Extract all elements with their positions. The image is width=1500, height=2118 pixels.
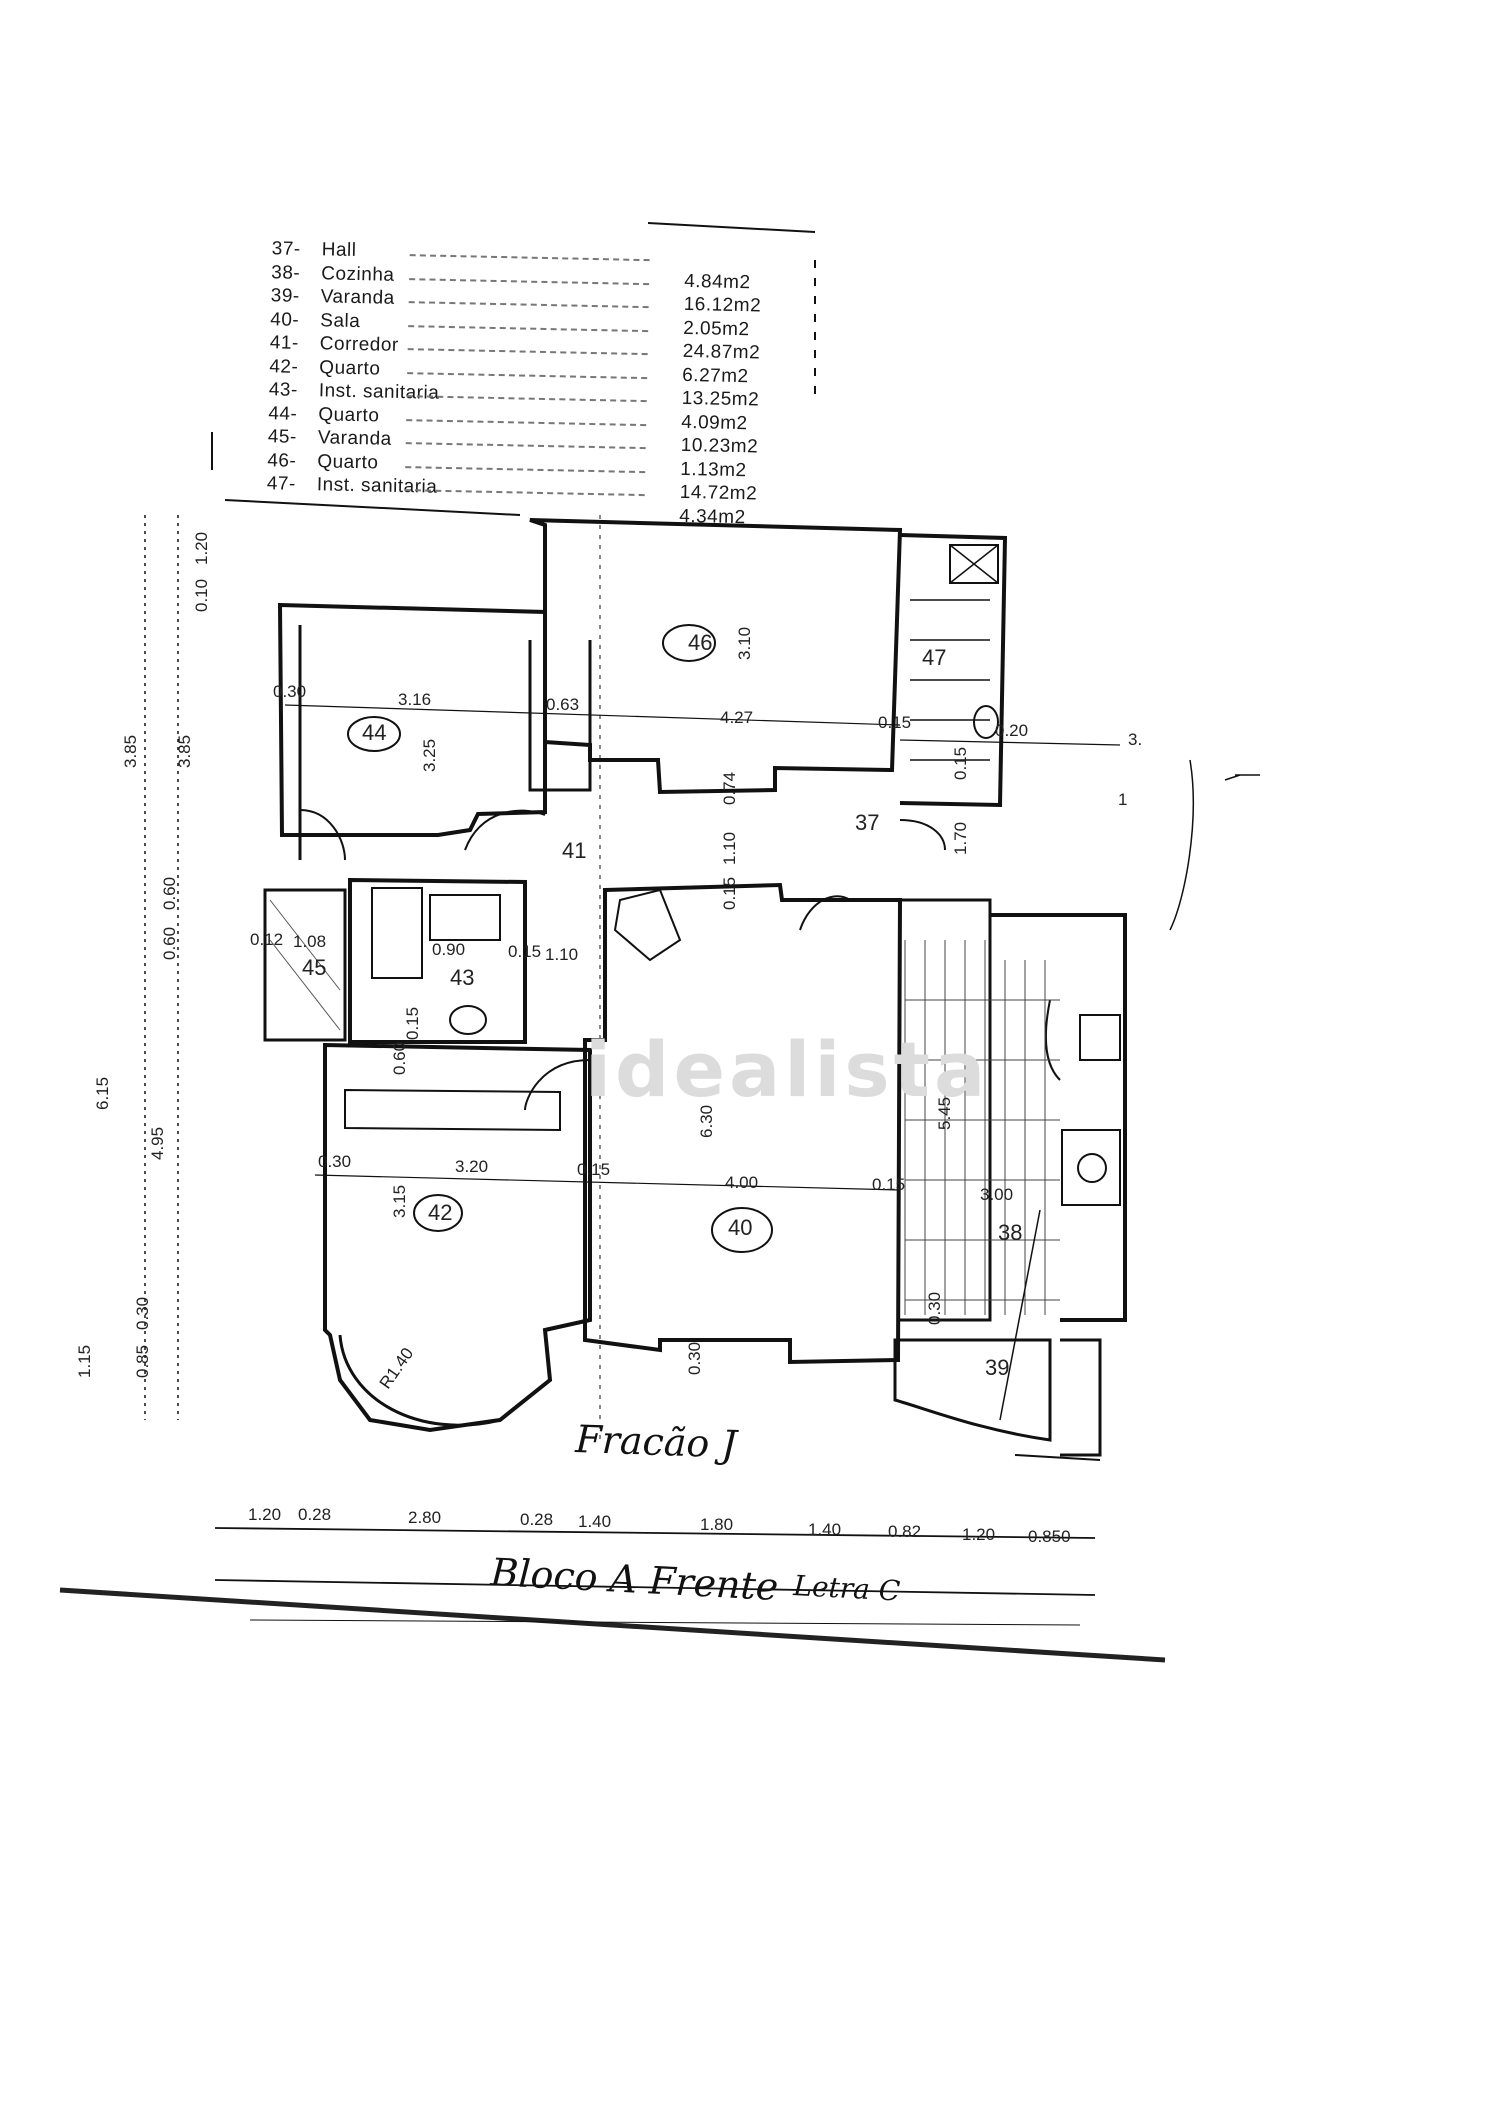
dim-label: 0.15 [872, 1175, 905, 1194]
dim-label: 0.15 [878, 713, 911, 732]
dim-label: 0.10 [192, 579, 211, 612]
dim-label: 1.70 [951, 822, 970, 855]
dim-label: 1.80 [700, 1515, 733, 1534]
dim-label: 3.25 [420, 739, 439, 772]
dim-label: 0.90 [432, 940, 465, 959]
dim-label: 0.15 [951, 747, 970, 780]
dim-label: 3.85 [121, 735, 140, 768]
dim-label: 0.28 [520, 1510, 553, 1529]
dim-label: 3. [1128, 730, 1142, 749]
dim-label: 3.16 [398, 690, 431, 709]
dim-label: 1.40 [578, 1512, 611, 1531]
dim-label: 0.850 [1028, 1527, 1071, 1546]
handwritten-unit: Fracão J [574, 1417, 740, 1467]
dim-label: 1.10 [720, 832, 739, 865]
dim-label: 3.00 [980, 1185, 1013, 1204]
dim-label: 1 [1118, 790, 1127, 809]
dim-label: 0.74 [720, 772, 739, 805]
dim-label: 3.15 [390, 1185, 409, 1218]
dim-label: 0.30 [685, 1342, 704, 1375]
room-number: 38 [998, 1220, 1022, 1245]
dim-label: 1.10 [545, 945, 578, 964]
dim-label: 6.15 [93, 1077, 112, 1110]
dim-label: 0.30 [273, 682, 306, 701]
handwritten-letter: Letra C [792, 1569, 901, 1608]
dim-label: R1.40 [376, 1344, 418, 1392]
dim-label: 0.85 [133, 1345, 152, 1378]
dim-label: 0.20 [995, 721, 1028, 740]
dim-label: 2.80 [408, 1508, 441, 1527]
dim-label: 0.15 [577, 1160, 610, 1179]
dim-label: 4.00 [725, 1173, 758, 1192]
watermark-text: idealista [585, 1025, 990, 1114]
dim-label: 3.10 [735, 627, 754, 660]
room-number: 47 [922, 645, 946, 670]
dim-label: 0.30 [133, 1297, 152, 1330]
room-number: 45 [302, 955, 326, 980]
dim-label: 0.15 [508, 942, 541, 961]
room-number: 43 [450, 965, 474, 990]
dim-label: 1.20 [248, 1505, 281, 1524]
room-number: 39 [985, 1355, 1009, 1380]
room-number: 44 [362, 720, 386, 745]
dim-label: 1.08 [293, 932, 326, 951]
dim-label: 0.15 [720, 877, 739, 910]
dim-label: 4.95 [148, 1127, 167, 1160]
dim-label: 0.28 [298, 1505, 331, 1524]
dim-label: 4.27 [720, 708, 753, 727]
dim-label: 0.15 [403, 1007, 422, 1040]
dim-label: 0.12 [250, 930, 283, 949]
room-number: 37 [855, 810, 879, 835]
dim-label: 0.63 [546, 695, 579, 714]
room-number: 41 [562, 838, 586, 863]
room-number: 42 [428, 1200, 452, 1225]
dim-label: 6.30 [697, 1105, 716, 1138]
dim-label: 3.85 [175, 735, 194, 768]
dim-label: 0.60 [160, 927, 179, 960]
dim-label: 0.30 [318, 1152, 351, 1171]
dim-label: 1.15 [75, 1345, 94, 1378]
room-number: 46 [688, 630, 712, 655]
room-number: 40 [728, 1215, 752, 1240]
handwritten-block: Bloco A Frente [489, 1550, 780, 1609]
dim-label: 5.45 [935, 1097, 954, 1130]
dim-label: 0.60 [160, 877, 179, 910]
dim-label: 1.20 [192, 532, 211, 565]
dim-label: 0.30 [925, 1292, 944, 1325]
dim-label: 0.82 [888, 1522, 921, 1541]
dim-label: 1.40 [808, 1520, 841, 1539]
dim-label: 1.20 [962, 1525, 995, 1544]
dim-label: 3.20 [455, 1157, 488, 1176]
dim-label: 0.60 [390, 1042, 409, 1075]
